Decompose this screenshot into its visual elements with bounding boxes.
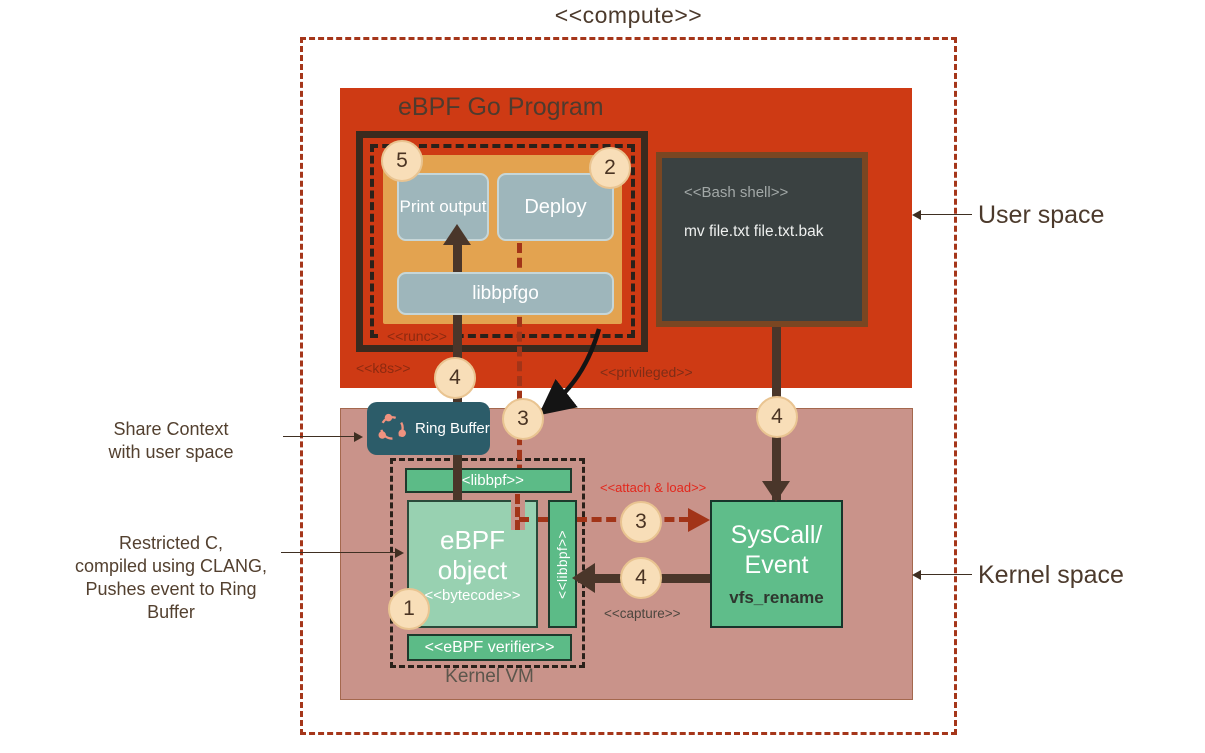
syscall-function: vfs_rename (729, 588, 824, 607)
ringbuffer-to-print-line (453, 243, 462, 402)
attach-load-label: <<attach & load>> (600, 480, 707, 495)
privileged-label: <<privileged>> (600, 364, 693, 380)
bash-shell-terminal: <<Bash shell>> mv file.txt file.txt.bak (656, 152, 868, 327)
runc-label: <<runc>> (382, 328, 452, 344)
bytecode-label: <<bytecode>> (424, 586, 521, 604)
libbpf-side-label: <<libbpf>> (555, 529, 570, 599)
restricted-c-arrow-line (281, 552, 396, 553)
step-4-badge-capture: 4 (620, 557, 662, 599)
deploy-attach-line-vertical (517, 243, 522, 519)
libbpfgo-module: libbpfgo (397, 272, 614, 315)
syscall-title: SysCall/ Event (730, 521, 823, 579)
attach-line-horizontal-a (519, 517, 548, 522)
ebpf-verifier-box: <<eBPF verifier>> (407, 634, 572, 661)
user-space-arrowhead (912, 210, 921, 220)
ring-buffer-box: Ring Buffer (367, 402, 490, 455)
bash-command: mv file.txt file.txt.bak (684, 223, 824, 240)
syscall-attach-arrowhead (688, 508, 710, 532)
ring-buffer-icon (376, 411, 408, 447)
step-3-badge-attach: 3 (620, 501, 662, 543)
step-1-badge: 1 (388, 588, 430, 630)
ring-buffer-label: Ring Buffer (415, 420, 490, 437)
step-2-badge: 2 (589, 147, 631, 189)
capture-label: <<capture>> (604, 606, 681, 621)
object-to-ringbuffer-line (453, 455, 462, 500)
privileged-curve-arrow (538, 328, 602, 416)
share-context-arrowhead (354, 432, 363, 442)
compute-boundary (300, 37, 957, 735)
user-space-label: User space (978, 201, 1105, 229)
deploy-module: Deploy (497, 173, 614, 241)
restricted-c-annotation: Restricted C, compiled using CLANG, Push… (74, 533, 268, 622)
step-5-badge: 5 (381, 140, 423, 182)
syscall-arrowhead-down (762, 481, 790, 502)
step-4-badge-bash: 4 (756, 396, 798, 438)
share-context-annotation: Share Context with user space (108, 419, 234, 462)
kernel-space-arrowhead (912, 570, 921, 580)
runc-container (370, 144, 635, 338)
print-output-arrowhead (443, 224, 471, 245)
syscall-event-box: SysCall/ Event vfs_rename (710, 500, 843, 628)
ebpf-object-title: eBPF object (437, 524, 508, 585)
step-4-badge-ringbuffer: 4 (434, 357, 476, 399)
go-program-title: eBPF Go Program (398, 93, 604, 121)
restricted-c-arrowhead (395, 548, 404, 558)
step-3-badge-deploy: 3 (502, 398, 544, 440)
share-context-arrow-line (283, 436, 355, 437)
kernel-vm-label: Kernel VM (445, 666, 534, 687)
diagram-title: <<compute>> (554, 2, 703, 28)
libbpf-arrowhead-left (572, 563, 595, 593)
k8s-label: <<k8s>> (356, 360, 411, 376)
libbpf-top-box: <<libbpf>> (405, 468, 572, 493)
user-space-arrow-line (920, 214, 972, 215)
kernel-space-label: Kernel space (978, 561, 1124, 589)
kernel-space-arrow-line (920, 574, 972, 575)
bash-shell-title: <<Bash shell>> (684, 184, 789, 201)
k8s-container (356, 131, 648, 352)
attach-line-channel (511, 494, 525, 530)
